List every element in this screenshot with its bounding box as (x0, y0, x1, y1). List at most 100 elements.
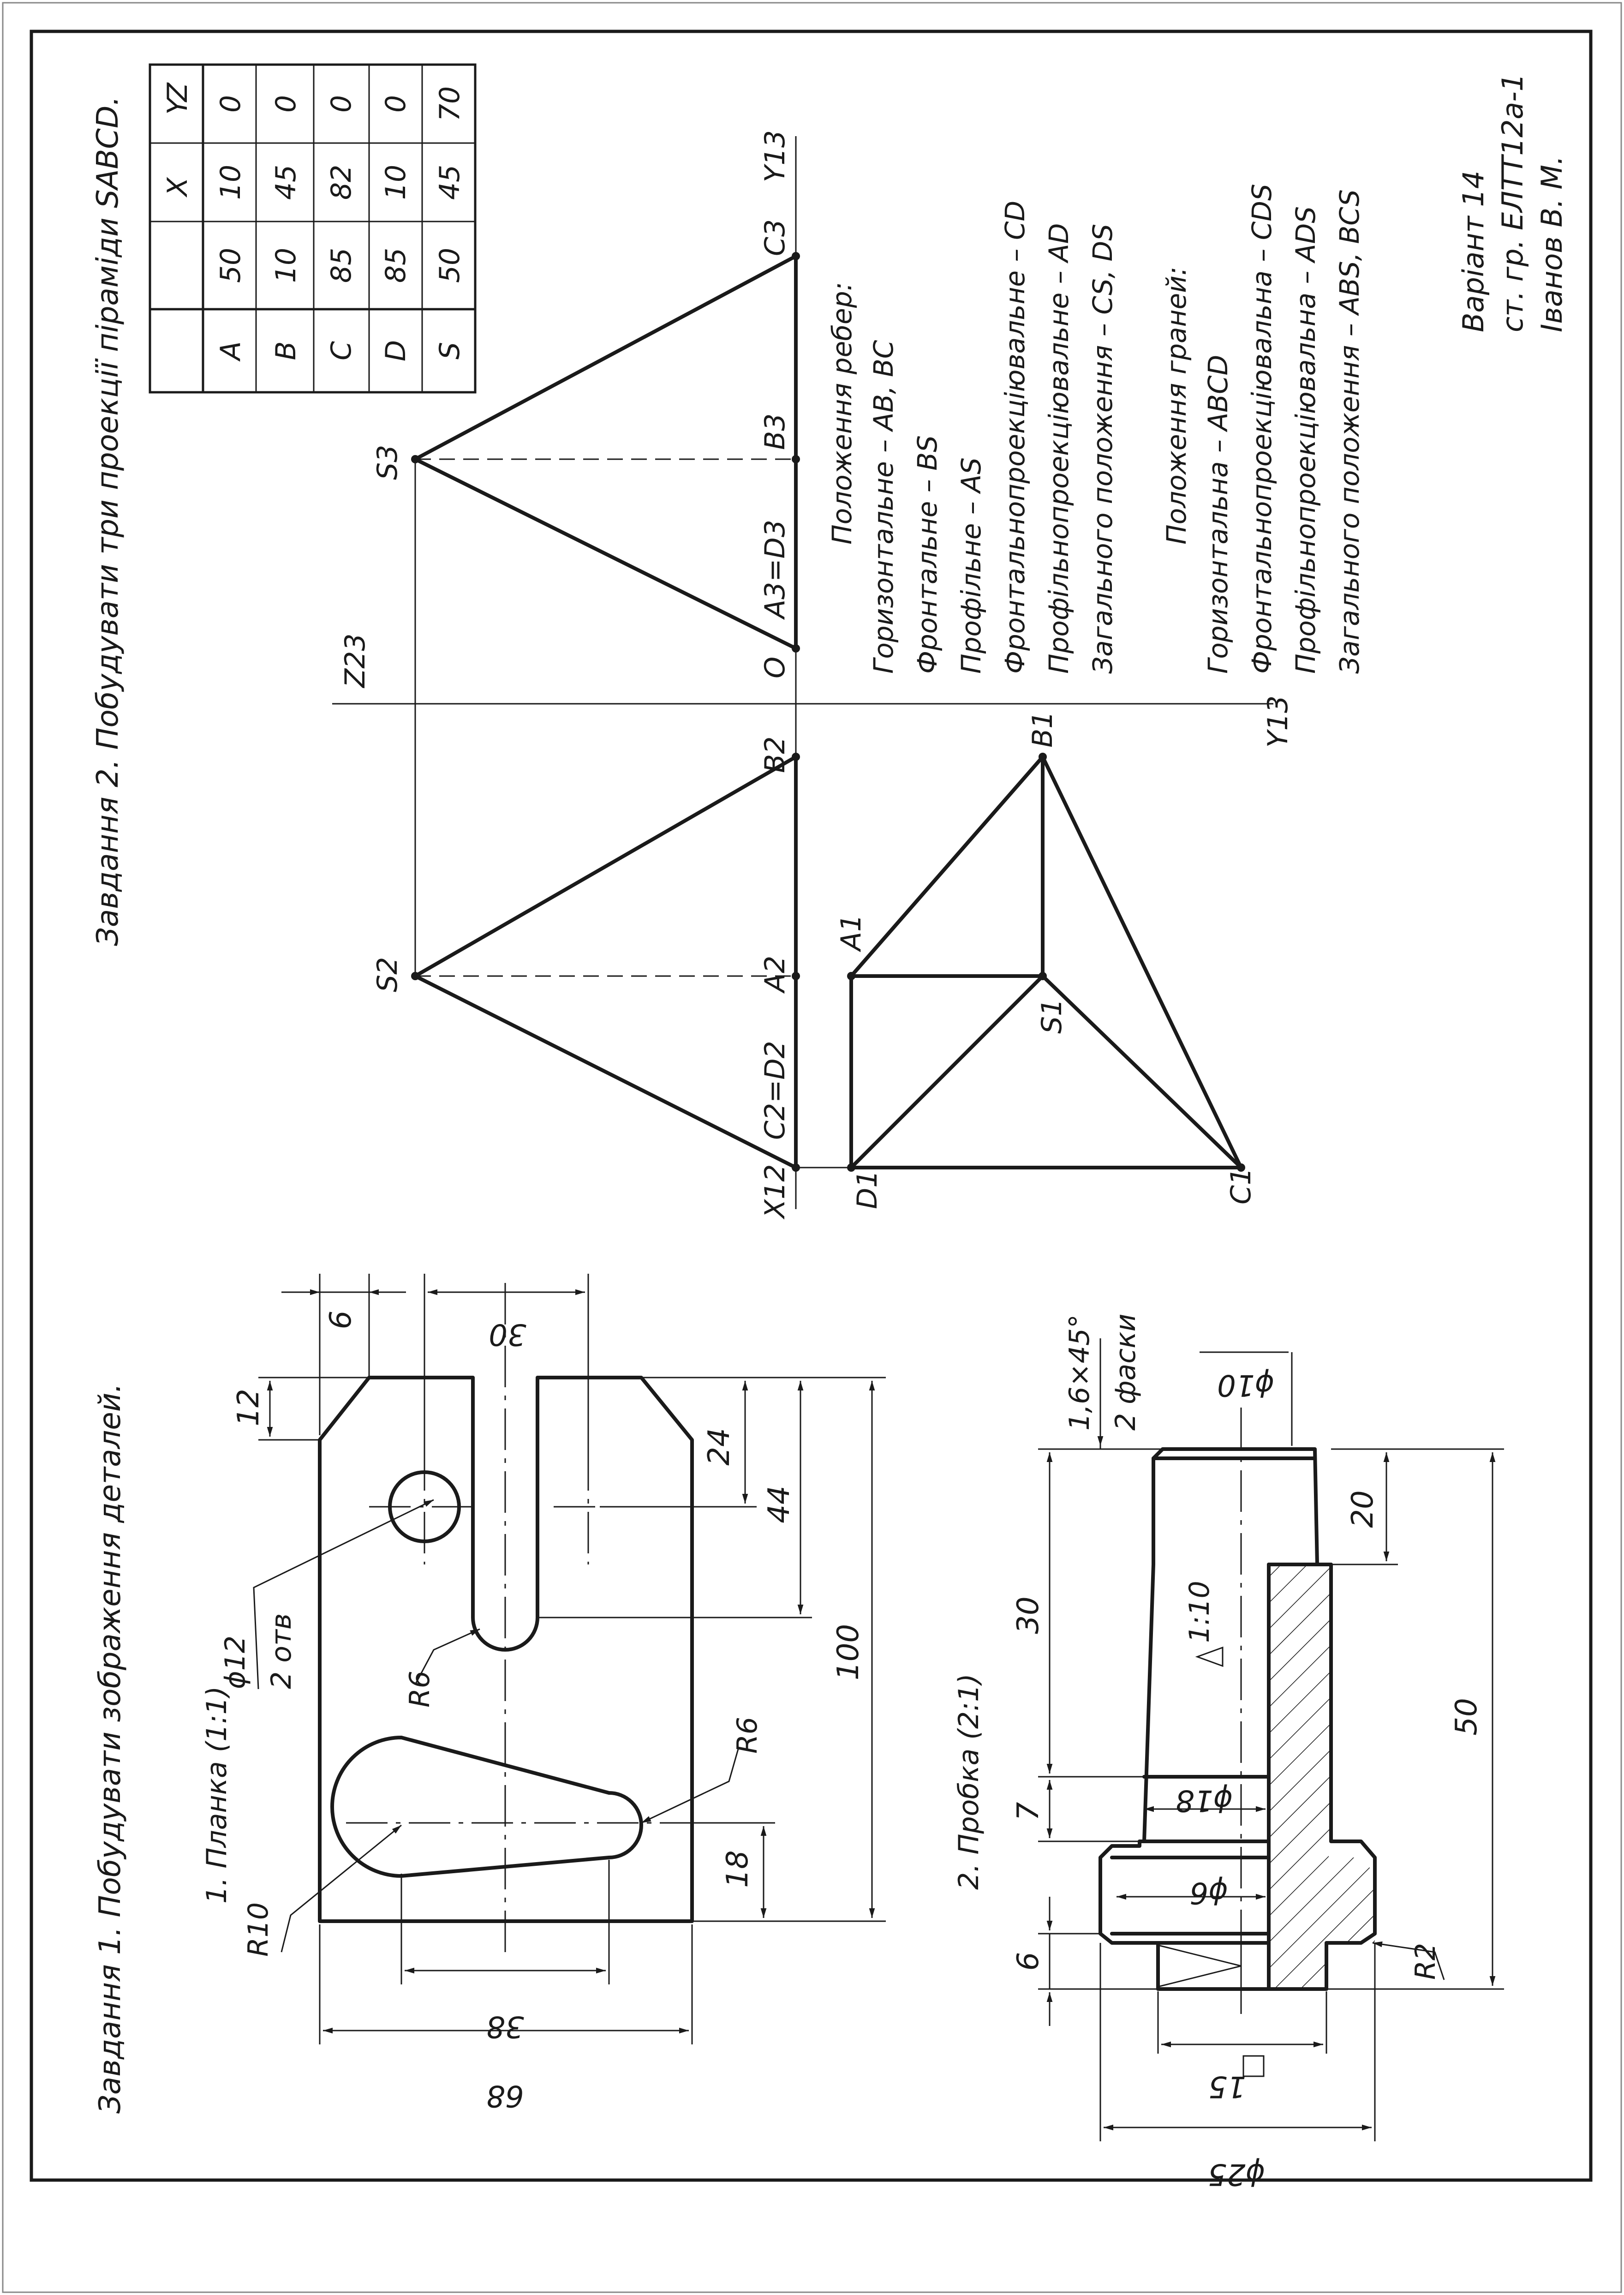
list-item: Профільне – AS (955, 457, 987, 674)
svg-text:45: 45 (434, 165, 466, 200)
edge-s1c1 (1041, 974, 1243, 1169)
label-s3: S3 (371, 445, 404, 480)
label-s2: S2 (371, 957, 404, 992)
label-b1: B1 (1027, 711, 1059, 748)
task2-title: Завдання 2. Побудувати три проекції піра… (91, 96, 125, 946)
projection-labels: S2 S3 A2 B2 C2=D2 A3=D3 B3 C3 O Z23 Y13 … (339, 130, 1294, 1220)
svg-text:A: A (215, 341, 247, 362)
table-row: B 10 45 0 (270, 95, 302, 360)
dim-30-probka: 30 (1011, 1596, 1045, 1634)
dim-dia25: ϕ25 (1208, 2157, 1265, 2191)
dim-6-top: 6 (324, 1311, 358, 1330)
svg-text:C: C (325, 341, 358, 360)
dim-chamfer: 1,6×45° (1063, 1314, 1096, 1431)
coords-table: X Y Z A 50 10 0 B 10 45 0 C 85 82 0 D 85… (149, 63, 477, 394)
label-c1: C1 (1225, 1168, 1257, 1204)
svg-text:S: S (434, 342, 466, 360)
table-header-y: Y (161, 96, 194, 114)
planka-outline (318, 1376, 694, 1923)
dim-50: 50 (1450, 1698, 1484, 1735)
dim-r6-slot: R6 (731, 1717, 764, 1754)
list-item: Профільнопроекціювальна – ADS (1290, 206, 1321, 674)
svg-text:D: D (380, 340, 412, 361)
label-y13-profile: Y13 (759, 130, 791, 182)
dim-hole-dia: ϕ12 (219, 1636, 251, 1689)
drawing-frame (30, 30, 1593, 2182)
label-a1: A1 (835, 914, 867, 953)
label-z23: Z23 (339, 634, 371, 689)
edges-title: Положення ребер: (826, 282, 858, 545)
dim-dia10: ϕ10 (1217, 1368, 1274, 1402)
svg-text:45: 45 (270, 165, 302, 200)
label-a2: A2 (759, 956, 791, 994)
stamp-block: Варіант 14 ст. гр. ЕЛТТ12а-1 Іванов В. М… (1457, 73, 1569, 332)
label-b2: B2 (759, 737, 791, 773)
edge-a1b1 (849, 755, 1045, 978)
dim-r10: R10 (242, 1902, 275, 1957)
list-item: Загального положення – CS, DS (1087, 224, 1118, 674)
svg-text:0: 0 (215, 95, 247, 113)
dim-7: 7 (1011, 1802, 1045, 1821)
list-item: Профільнопроекціювальне – AD (1043, 223, 1075, 674)
table-row: A 50 10 0 (215, 95, 247, 362)
list-item: Фронтальне – BS (912, 435, 943, 674)
taper-label: 1:10 (1183, 1581, 1216, 1643)
label-d1: D1 (851, 1170, 884, 1209)
dim-r6-groove: R6 (404, 1671, 436, 1708)
faces-title: Положення граней: (1161, 267, 1192, 545)
edge-s2b2 (413, 755, 798, 978)
label-b3: B3 (759, 413, 791, 450)
dim-dia6: ϕ6 (1190, 1876, 1228, 1910)
planka-slot (330, 1736, 643, 1878)
label-a3d3: A3=D3 (759, 520, 791, 620)
table-header-x: X (161, 177, 194, 198)
projection-axes (332, 136, 1273, 1209)
svg-text:0: 0 (325, 95, 358, 113)
part1-title: 1. Планка (1:1) (201, 1686, 233, 1904)
svg-text:50: 50 (434, 248, 466, 283)
edge-s3a3 (413, 457, 798, 650)
dim-18: 18 (721, 1850, 755, 1888)
svg-text:B: B (270, 341, 302, 360)
label-s1: S1 (1036, 999, 1068, 1034)
part2-title-group: 2. Пробка (2:1) (953, 1673, 985, 1890)
dim-44: 44 (762, 1486, 796, 1523)
label-o: O (759, 657, 791, 678)
dim-12: 12 (232, 1389, 266, 1426)
label-y13-horizontal: Y13 (1262, 695, 1294, 748)
list-item: Фронтальнопроекціювальне – CD (999, 201, 1031, 674)
list-item: Горизонтальна – ABCD (1202, 355, 1234, 674)
svg-text:85: 85 (325, 248, 358, 283)
part2-title: 2. Пробка (2:1) (953, 1673, 985, 1890)
svg-text:85: 85 (380, 248, 412, 283)
part2-probka: 1:10 30 7 6 50 20 (1011, 1313, 1504, 2191)
edge-s3c3 (413, 254, 798, 461)
task1-title: Завдання 1. Побудувати зображення детале… (93, 1383, 127, 2114)
stamp-variant: Варіант 14 (1457, 171, 1490, 332)
svg-text:10: 10 (270, 248, 302, 283)
dim-chamfer-count: 2 фаски (1110, 1313, 1142, 1431)
dim-6-probka: 6 (1011, 1952, 1045, 1971)
svg-text:70: 70 (434, 86, 466, 121)
edge-s1d1 (849, 974, 1045, 1169)
dim-24: 24 (702, 1428, 736, 1465)
edge-s2c2 (413, 974, 798, 1169)
svg-text:82: 82 (325, 165, 358, 200)
label-c3: C3 (759, 219, 791, 256)
list-item: Горизонтальне – AB, BC (868, 340, 899, 674)
table-row: C 85 82 0 (325, 95, 358, 360)
dim-sq15: 15 (1208, 2069, 1246, 2103)
dim-100: 100 (831, 1624, 866, 1680)
list-item: Загального положення – ABS, BCS (1334, 189, 1365, 674)
profile-projection (411, 252, 800, 976)
stamp-group: ст. гр. ЕЛТТ12а-1 (1496, 73, 1529, 332)
dim-68: 68 (486, 2079, 524, 2113)
part1-planka: 68 38 100 44 24 12 (219, 1274, 886, 2113)
svg-text:0: 0 (380, 95, 412, 113)
base-abcd (849, 755, 1243, 1169)
dim-r2: R2 (1409, 1943, 1442, 1980)
task1-title-group: Завдання 1. Побудувати зображення детале… (93, 1383, 127, 2114)
table-header-z: Z (161, 82, 194, 103)
